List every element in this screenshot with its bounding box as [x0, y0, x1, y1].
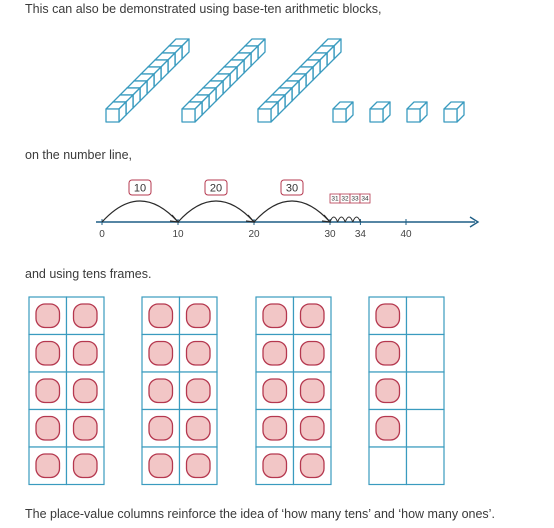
jump-arc — [101, 200, 179, 223]
tick-label: 20 — [248, 229, 260, 240]
tick-label: 30 — [324, 229, 336, 240]
counter — [185, 303, 211, 329]
counter — [375, 415, 401, 441]
counter — [148, 453, 174, 479]
counter — [375, 378, 401, 404]
frame-cell — [405, 296, 445, 336]
frame-cell — [405, 371, 445, 411]
counter — [299, 453, 325, 479]
small-jump-label: 31 — [331, 196, 339, 203]
place-value-text: The place-value columns reinforce the id… — [25, 507, 495, 521]
tick-label: 10 — [172, 229, 184, 240]
number-line-text: on the number line, — [25, 148, 133, 162]
small-jump-box — [359, 193, 371, 204]
frame-cell — [255, 408, 295, 448]
counter — [72, 340, 98, 366]
ones-cube — [332, 101, 354, 123]
counter — [262, 453, 288, 479]
tens-rod — [181, 38, 266, 123]
tens-rod — [105, 38, 190, 123]
counter — [185, 378, 211, 404]
small-jump-label: 33 — [351, 196, 359, 203]
frame-cell — [141, 408, 181, 448]
frame-cell — [405, 446, 445, 486]
frame-cell — [405, 408, 445, 448]
tens-frame — [141, 296, 218, 486]
tens-frame — [368, 296, 445, 486]
counter — [185, 340, 211, 366]
tick-label: 40 — [400, 229, 412, 240]
counter — [185, 453, 211, 479]
jump-label: 10 — [134, 183, 146, 195]
jump-label: 30 — [286, 183, 298, 195]
counter — [262, 303, 288, 329]
counter — [262, 378, 288, 404]
jump-label: 20 — [210, 183, 222, 195]
intro-text: This can also be demonstrated using base… — [25, 2, 382, 16]
small-jump-label: 32 — [341, 196, 349, 203]
counter — [35, 453, 61, 479]
counter — [299, 378, 325, 404]
small-hop — [352, 216, 361, 223]
small-hop — [344, 216, 354, 223]
small-hop — [329, 216, 339, 223]
counter — [148, 303, 174, 329]
tick-label: 0 — [99, 229, 105, 240]
tens-frames-text: and using tens frames. — [25, 267, 152, 281]
counter — [72, 303, 98, 329]
counter — [299, 415, 325, 441]
small-hop — [337, 216, 346, 223]
tick-label: 34 — [355, 229, 367, 240]
ones-cube — [406, 101, 428, 123]
counter — [72, 415, 98, 441]
jump-arc — [253, 200, 331, 223]
tens-frame — [255, 296, 332, 486]
counter — [35, 415, 61, 441]
jump-label-box — [204, 179, 228, 196]
ones-cube — [369, 101, 391, 123]
tens-frames — [28, 296, 445, 486]
frame-cell — [405, 333, 445, 373]
jump-arc — [177, 200, 255, 223]
base-ten-blocks — [105, 38, 465, 123]
frame-cell — [368, 446, 408, 486]
counter — [185, 415, 211, 441]
counter — [375, 340, 401, 366]
counter — [299, 303, 325, 329]
counter — [72, 378, 98, 404]
small-jump-label: 34 — [361, 196, 369, 203]
counter — [35, 378, 61, 404]
tens-rod — [257, 38, 342, 123]
counter — [72, 453, 98, 479]
counter — [148, 378, 174, 404]
axis-arrow — [469, 216, 480, 228]
counter — [262, 340, 288, 366]
counter — [148, 415, 174, 441]
counter — [299, 340, 325, 366]
jump-label-box — [280, 179, 304, 196]
jump-label-box — [128, 179, 152, 196]
ones-cube — [443, 101, 465, 123]
counter — [262, 415, 288, 441]
counter — [35, 340, 61, 366]
tens-frame — [28, 296, 105, 486]
counter — [148, 340, 174, 366]
counter — [375, 303, 401, 329]
frame-cell — [292, 371, 332, 411]
frame-cell — [178, 371, 218, 411]
counter — [35, 303, 61, 329]
